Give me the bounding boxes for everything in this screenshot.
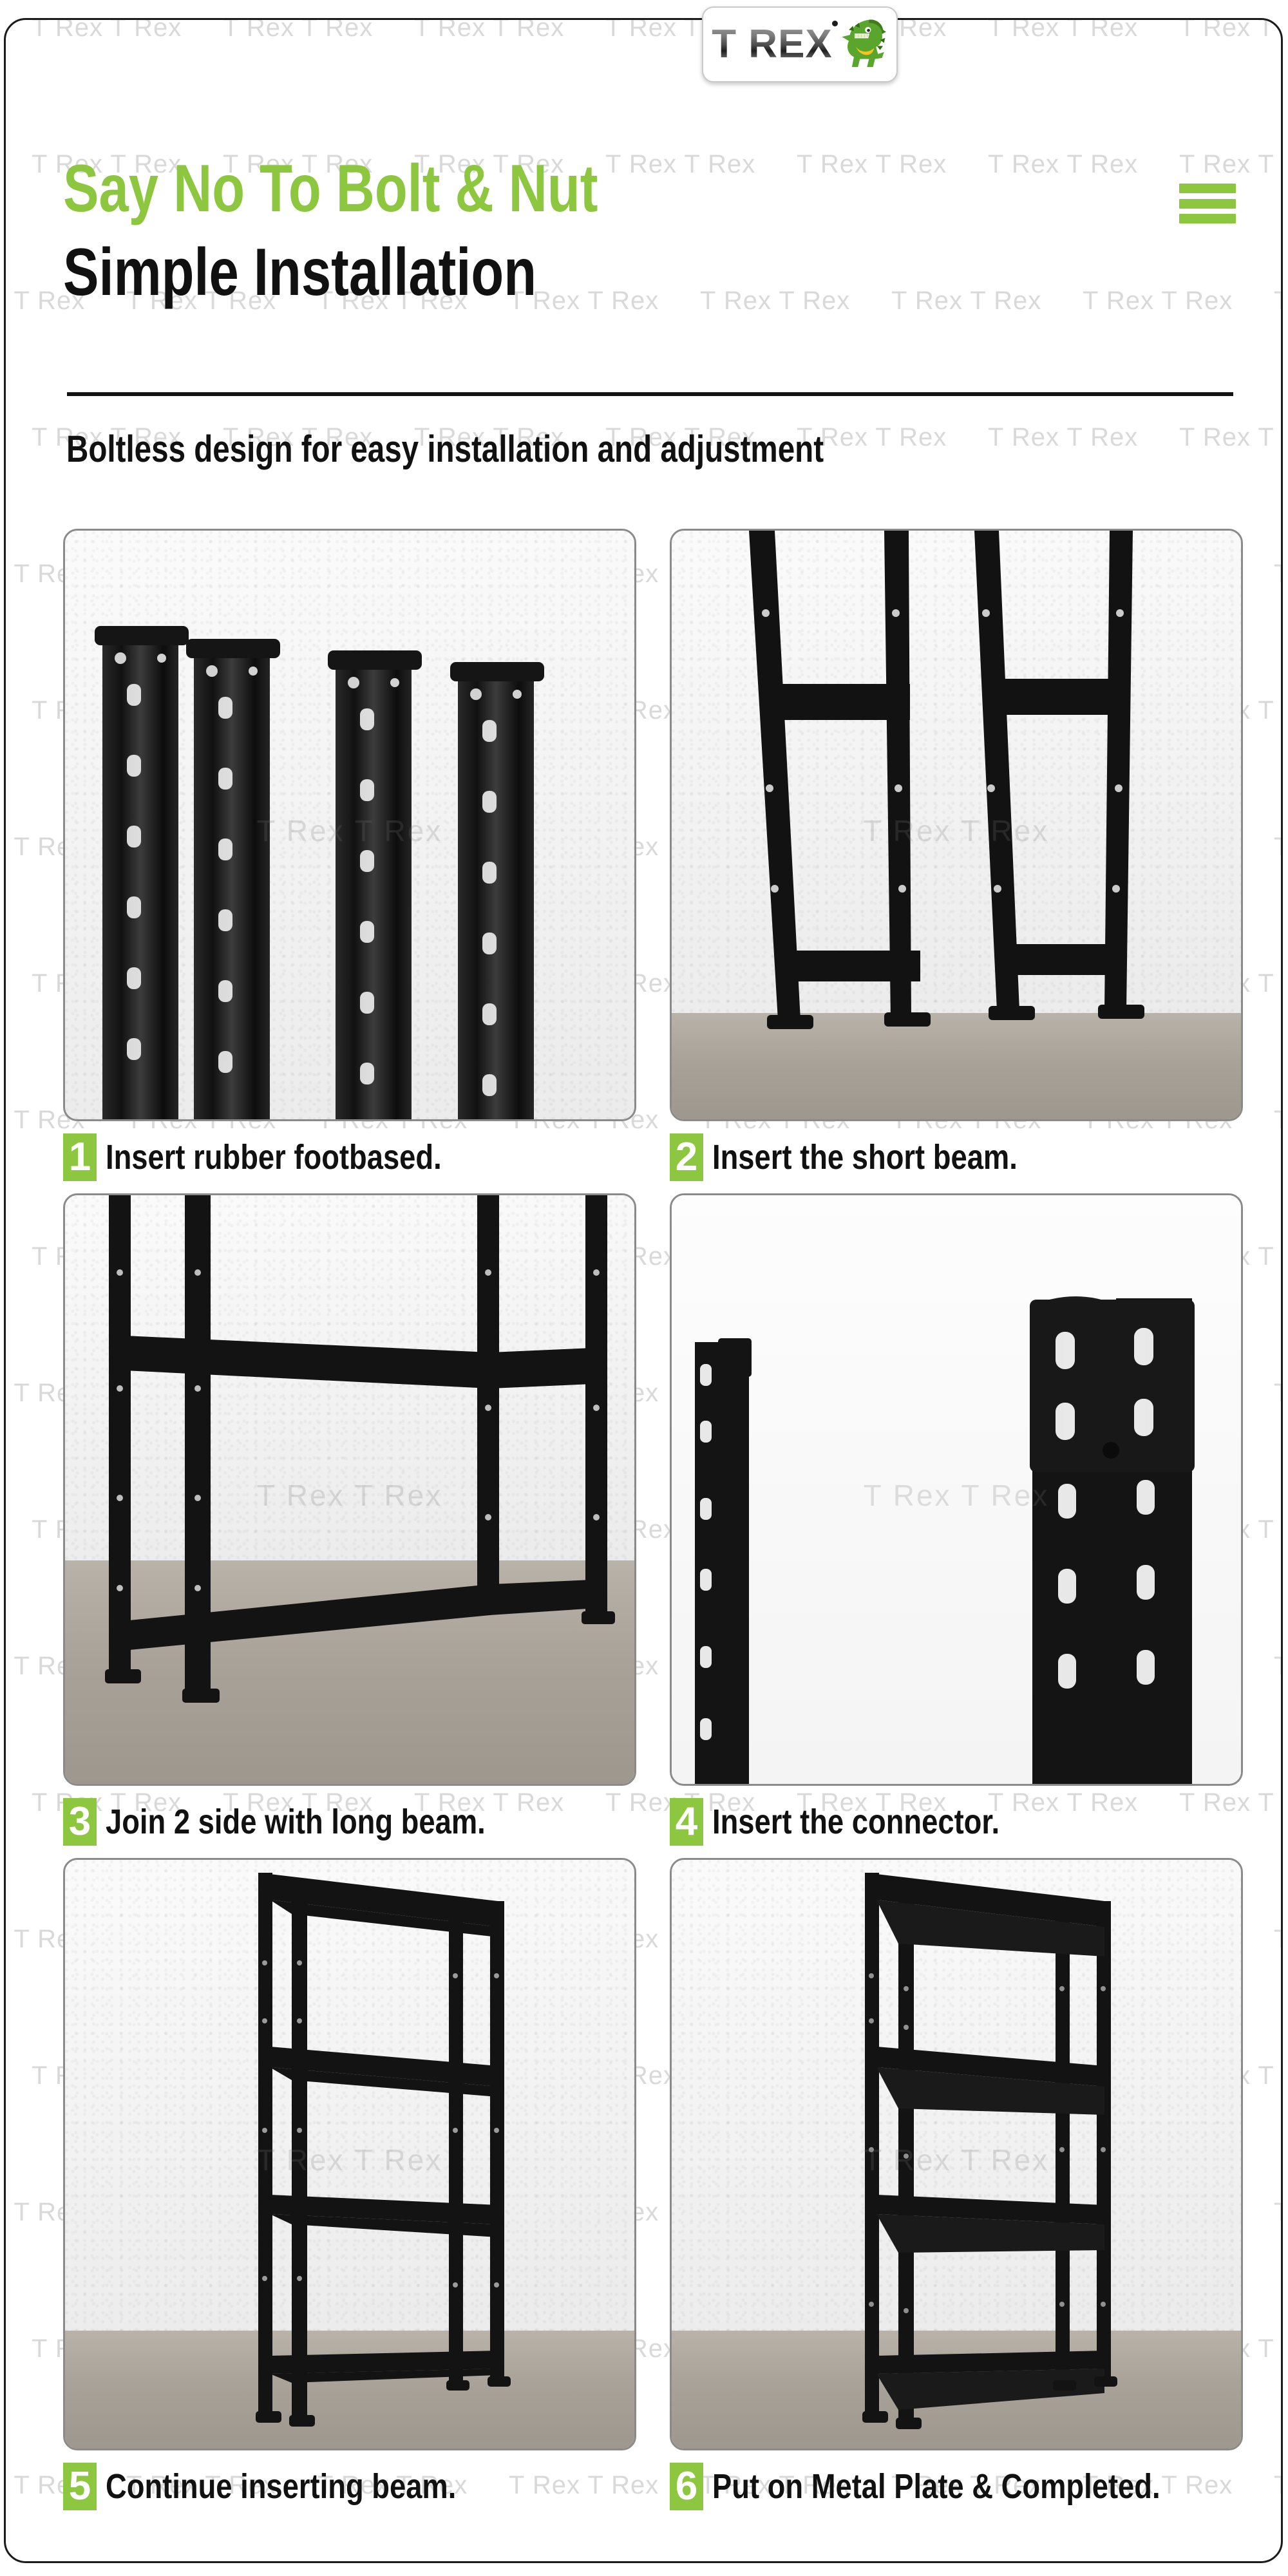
- step-caption-2: 2 Insert the short beam.: [653, 1121, 1243, 1193]
- step-number-badge-1: 1: [63, 1133, 97, 1181]
- brand-logo-text: T REX: [712, 22, 833, 66]
- step-number-badge-3: 3: [63, 1798, 97, 1846]
- installation-steps-grid: T Rex T Rex 1 Insert rubber footbased.: [63, 529, 1243, 2523]
- photo-watermark: T Rex T Rex: [863, 2143, 1050, 2177]
- step-card-2: T Rex T Rex 2 Insert the short beam.: [653, 529, 1243, 1193]
- step-caption-6: 6 Put on Metal Plate & Completed.: [653, 2450, 1243, 2523]
- step-card-4: T Rex T Rex 4 Insert the connector.: [653, 1193, 1243, 1858]
- brand-logo[interactable]: T REX: [702, 6, 898, 82]
- step-caption-text-1: Insert rubber footbased.: [106, 1138, 442, 1177]
- photo-watermark: T Rex T Rex: [863, 813, 1050, 848]
- hamburger-bar-2: [1179, 198, 1236, 209]
- step-number-badge-4: 4: [670, 1798, 703, 1846]
- hamburger-bar-3: [1179, 214, 1236, 223]
- photo-watermark: T Rex T Rex: [863, 1478, 1050, 1512]
- step-photo-3: T Rex T Rex: [63, 1193, 636, 1786]
- step-card-1: T Rex T Rex 1 Insert rubber footbased.: [63, 529, 653, 1193]
- step-caption-text-5: Continue inserting beam.: [106, 2467, 457, 2506]
- step-card-3: T Rex T Rex 3 Join 2 side with long beam…: [63, 1193, 653, 1858]
- step-card-6: T Rex T Rex 6 Put on Metal Plate & Compl…: [653, 1858, 1243, 2523]
- hamburger-menu-icon[interactable]: [1179, 184, 1236, 223]
- dinosaur-icon: [842, 19, 886, 68]
- page-title-black: Simple Installation: [63, 235, 537, 310]
- step-caption-text-3: Join 2 side with long beam.: [106, 1803, 486, 1841]
- step-photo-2: T Rex T Rex: [670, 529, 1243, 1121]
- step-photo-4: T Rex T Rex: [670, 1193, 1243, 1786]
- photo-watermark: T Rex T Rex: [256, 813, 443, 848]
- step-caption-3: 3 Join 2 side with long beam.: [63, 1786, 653, 1858]
- step-photo-5: T Rex T Rex: [63, 1858, 636, 2450]
- headline-block: Say No To Bolt & Nut Simple Installation: [63, 155, 1229, 306]
- step-card-5: T Rex T Rex 5 Continue inserting beam.: [63, 1858, 653, 2523]
- step-caption-text-6: Put on Metal Plate & Completed.: [712, 2467, 1160, 2506]
- step-number-badge-5: 5: [63, 2463, 97, 2510]
- photo-watermark: T Rex T Rex: [256, 2143, 443, 2177]
- page-subtitle: Boltless design for easy installation an…: [66, 428, 824, 470]
- page-title-green: Say No To Bolt & Nut: [63, 151, 598, 226]
- logo-dot: [832, 21, 838, 26]
- step-caption-text-4: Insert the connector.: [712, 1803, 1000, 1841]
- step-caption-5: 5 Continue inserting beam.: [63, 2450, 653, 2523]
- step-photo-6: T Rex T Rex: [670, 1858, 1243, 2450]
- hamburger-bar-1: [1179, 184, 1236, 193]
- step-caption-1: 1 Insert rubber footbased.: [63, 1121, 653, 1193]
- step-photo-1: T Rex T Rex: [63, 529, 636, 1121]
- section-divider: [67, 392, 1233, 396]
- step-caption-4: 4 Insert the connector.: [653, 1786, 1243, 1858]
- step-caption-text-2: Insert the short beam.: [712, 1138, 1018, 1177]
- step-number-badge-6: 6: [670, 2463, 703, 2510]
- step-number-badge-2: 2: [670, 1133, 703, 1181]
- photo-watermark: T Rex T Rex: [256, 1478, 443, 1512]
